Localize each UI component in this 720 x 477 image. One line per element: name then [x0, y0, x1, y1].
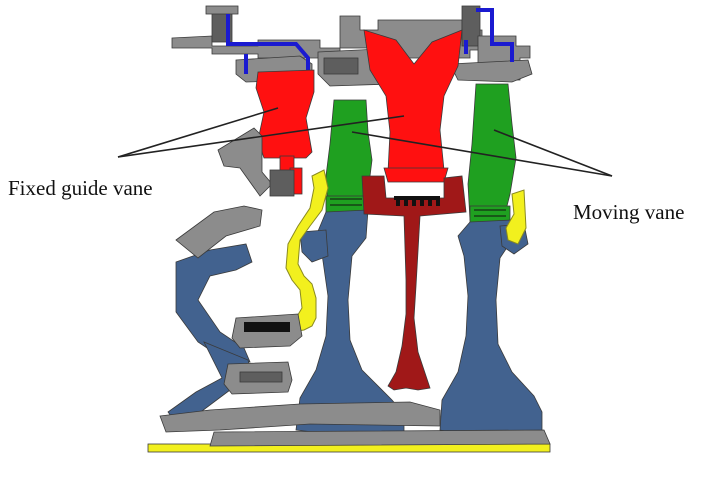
- disk-right: [439, 219, 543, 437]
- casing-flange-left: [171, 35, 341, 59]
- leader-moving-to-left-vane: [351, 131, 613, 177]
- leader-fixed-to-center-vane: [117, 115, 405, 158]
- casing-center-dark-block: [323, 57, 359, 75]
- leader-lines: [117, 107, 613, 177]
- leader-moving-to-right-vane: [493, 129, 613, 177]
- guide-vane-center-lip: [383, 167, 449, 183]
- cooling-duct-right: [476, 8, 514, 62]
- fixed-guide-vane-label: Fixed guide vane: [8, 176, 153, 200]
- shaft-channel-teeth: [394, 196, 440, 206]
- cooling-duct-left: [226, 14, 310, 84]
- fixed-guide-vanes: [255, 29, 463, 195]
- guide-vane-center: [363, 29, 463, 173]
- lower-left-casing: [159, 127, 551, 447]
- bearing-black: [244, 322, 290, 332]
- inner-casing-bracket: [269, 169, 295, 197]
- lower-struts: [159, 401, 441, 433]
- shaft-channel-body: [361, 175, 467, 391]
- bottom-plate: [209, 429, 551, 447]
- bearing-support-dark: [239, 371, 283, 383]
- moving-vanes: [325, 83, 517, 225]
- seal-right: [505, 189, 527, 245]
- moving-vane-right-root-teeth: [469, 205, 511, 225]
- guide-vane-left: [255, 69, 315, 159]
- casing-right-seal-carrier: [449, 59, 533, 83]
- shaft-channel: [361, 175, 467, 391]
- inner-casing-arm-lower: [175, 205, 263, 259]
- rotor-disks: [167, 209, 543, 437]
- cooling-ducts: [226, 8, 514, 84]
- inner-disk-hub: [175, 243, 253, 363]
- casing-top-right-block: [461, 5, 481, 47]
- leader-fixed-to-left-vane: [117, 107, 279, 158]
- moving-vane-label: Moving vane: [573, 200, 685, 224]
- casing-bolt-left-cap: [205, 5, 239, 15]
- moving-vane-right: [467, 83, 517, 221]
- disk-left-web-ring: [299, 229, 329, 263]
